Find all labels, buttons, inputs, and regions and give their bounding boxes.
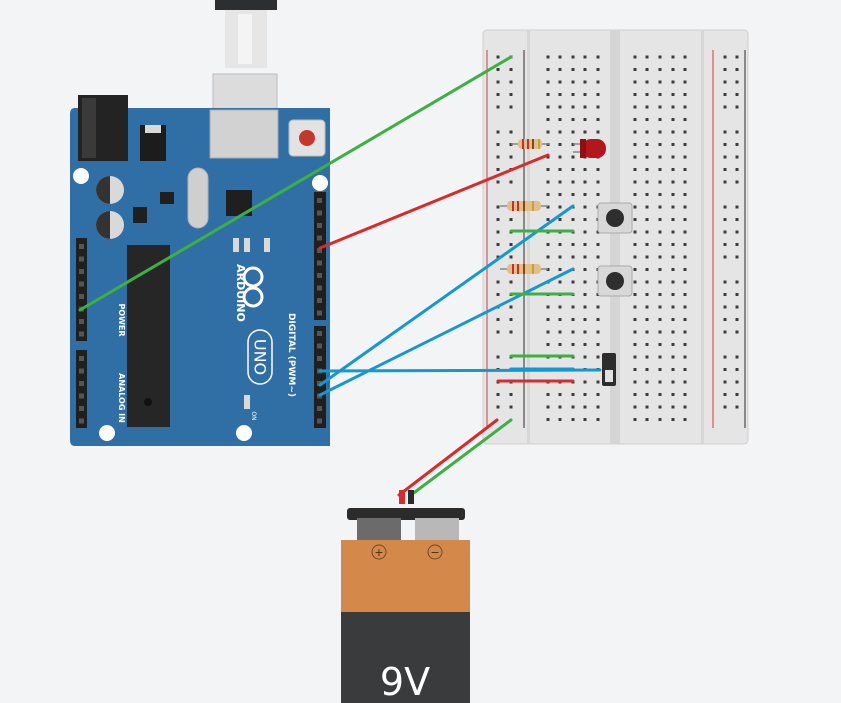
battery-body [341, 612, 470, 703]
slide-switch[interactable] [602, 353, 616, 386]
wire-pin13-red[interactable] [318, 153, 550, 250]
resistor-button-2[interactable] [500, 264, 548, 274]
battery-snap [347, 508, 465, 520]
model-label: UNO [251, 339, 270, 375]
resistor-button-1[interactable] [500, 201, 548, 211]
arduino-logo [242, 266, 264, 308]
resistor-led[interactable] [511, 139, 549, 149]
digital-label: DIGITAL (PWM~) [286, 313, 296, 397]
analog-header [76, 350, 87, 428]
arduino-board[interactable]: POWER ANALOG IN DIGITAL (PWM~) ARDUINO U… [70, 95, 330, 446]
wire-gnd-green[interactable] [78, 55, 513, 312]
battery-voltage-label: 9V [380, 660, 430, 703]
battery-minus-symbol: − [430, 546, 439, 559]
usb-port [209, 109, 279, 159]
pushbutton-2[interactable] [597, 265, 633, 297]
analog-label: ANALOG IN [117, 373, 126, 423]
atmega-chip [127, 245, 170, 427]
wire-pin3-blue[interactable] [318, 204, 575, 387]
wire-battery-minus-green[interactable] [409, 418, 513, 497]
battery-9v[interactable]: + − 9V [341, 490, 470, 703]
power-header [76, 238, 87, 341]
red-led[interactable] [573, 139, 606, 158]
battery-top [341, 540, 470, 612]
wire-pin2-blue[interactable] [318, 267, 575, 397]
power-label: POWER [117, 303, 126, 336]
crystal [187, 167, 209, 229]
on-led-label: ON [250, 411, 257, 420]
wire-battery-plus-red[interactable] [397, 418, 499, 497]
status-leds [233, 238, 270, 252]
digital-header-low [314, 326, 326, 428]
pushbutton-1[interactable] [597, 202, 633, 234]
battery-plus-symbol: + [374, 546, 383, 559]
wires [78, 55, 602, 497]
